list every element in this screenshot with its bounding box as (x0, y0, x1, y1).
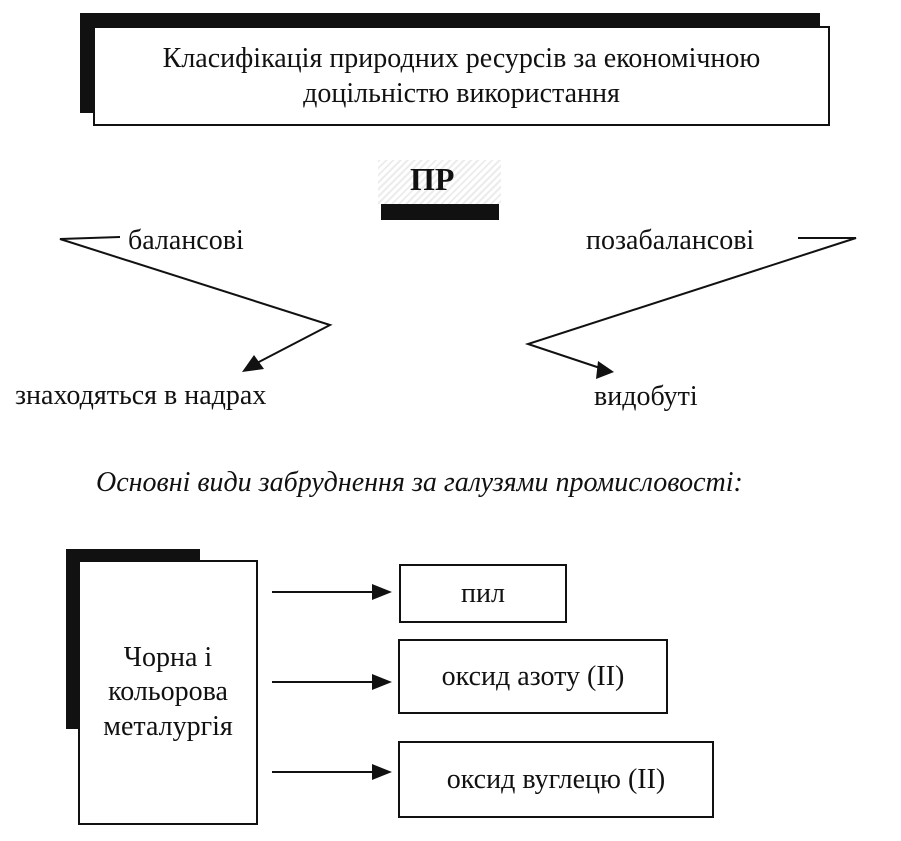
connector-offbalance (524, 237, 857, 371)
arrowhead-balance (242, 355, 264, 372)
pollutant-box-dust: пил (399, 564, 567, 623)
title-box: Класифікація природних ресурсів за еконо… (93, 26, 830, 126)
section-heading: Основні види забруднення за галузями про… (96, 467, 743, 498)
title-line-1: Класифікація природних ресурсів за еконо… (162, 43, 761, 74)
label-in-subsoil: знаходяться в надрах (15, 380, 267, 411)
arrowhead-dust (372, 584, 392, 600)
title-line-2: доцільністю використання (303, 78, 620, 109)
industry-line-2: кольорова (108, 676, 228, 708)
arrowhead-no (372, 674, 392, 690)
root-node-texture (378, 160, 501, 204)
pollutant-label-dust: пил (461, 577, 505, 609)
pollutant-label-carbon-oxide: оксид вуглецю (II) (446, 763, 666, 795)
label-offbalance: позабалансові (586, 225, 755, 256)
industry-line-3: металургія (103, 710, 233, 742)
root-node-bar (381, 204, 499, 220)
root-node-label: ПР (410, 161, 455, 197)
pollutant-label-nitrogen-oxide: оксид азоту (II) (441, 660, 625, 692)
industry-box: Чорна і кольорова металургія (78, 560, 258, 825)
label-balance: балансові (128, 225, 244, 256)
industry-line-1: Чорна і (123, 642, 213, 674)
arrowhead-co (372, 764, 392, 780)
pollutant-box-nitrogen-oxide: оксид азоту (II) (398, 639, 668, 714)
label-extracted: видобуті (594, 381, 698, 412)
pollutant-box-carbon-oxide: оксид вуглецю (II) (398, 741, 714, 818)
arrowhead-offbalance (596, 361, 614, 379)
